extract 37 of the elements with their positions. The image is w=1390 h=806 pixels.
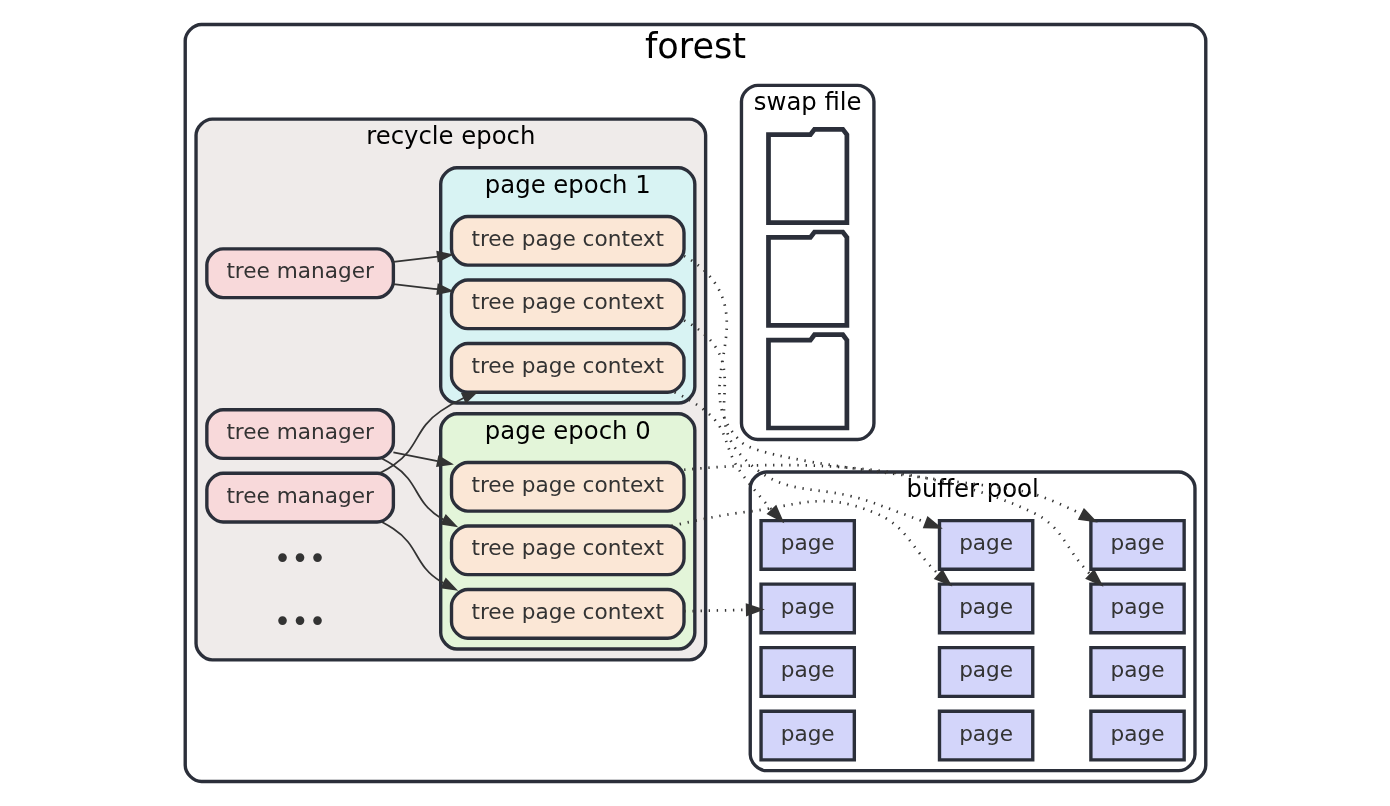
arrow [392, 250, 454, 263]
label: ••• [273, 540, 326, 576]
arrow [392, 283, 454, 296]
node-box: page [937, 582, 1034, 635]
node-box: tree manager [204, 247, 395, 300]
label: ••• [273, 604, 326, 640]
node-folder [765, 126, 849, 225]
node-box: tree page context [449, 341, 686, 394]
node-box: page [937, 645, 1034, 699]
node-folder [765, 229, 849, 328]
node-box: page [937, 518, 1034, 571]
arrow [392, 451, 454, 467]
arrow [380, 521, 458, 591]
arrow [378, 391, 479, 474]
arrow [683, 603, 765, 617]
node-box: tree page context [449, 587, 686, 640]
node-folder [765, 332, 849, 431]
node-box: tree page context [449, 524, 686, 577]
node-box: page [758, 645, 856, 699]
node-box: tree page context [449, 278, 686, 331]
node-box: page [1088, 709, 1186, 762]
arrow [673, 391, 784, 524]
node-box: page [758, 582, 856, 635]
cluster: swap file [739, 83, 876, 442]
node-box: page [1088, 582, 1186, 635]
node-box: page [1088, 645, 1186, 699]
arrow [682, 254, 1098, 523]
arrow [683, 319, 943, 529]
node-box: page [758, 518, 856, 571]
node-box: page [758, 709, 856, 762]
node-box: page [1088, 518, 1186, 571]
node-box: tree manager [204, 471, 395, 524]
node-box: tree page context [449, 460, 686, 513]
node-box: page [937, 709, 1034, 762]
node-box: tree page context [449, 214, 686, 267]
node-box: tree manager [204, 408, 395, 461]
arrow [380, 457, 458, 528]
